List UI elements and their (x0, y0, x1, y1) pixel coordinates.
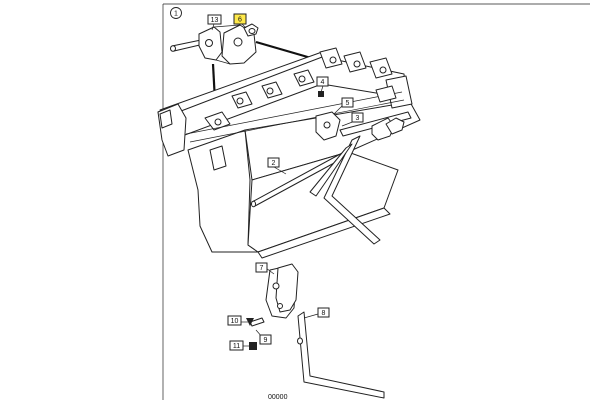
callout-3-label: 3 (356, 115, 360, 122)
latch-assembly (309, 111, 412, 245)
callout-13-label: 13 (211, 17, 219, 24)
view-number-badge: 1 (170, 7, 182, 19)
callout-5-label: 5 (346, 100, 350, 107)
nut-part-11 (249, 342, 257, 350)
callout-3: 3 (351, 112, 364, 123)
callout-8: 8 (317, 307, 330, 318)
callout-10: 10 (227, 315, 242, 326)
callout-2-label: 2 (272, 160, 276, 167)
callout-4: 4 (316, 76, 329, 87)
clip-part-4 (318, 91, 324, 97)
callout-2: 2 (267, 157, 280, 168)
callout-13: 13 (207, 14, 222, 25)
drawing-number: 00000 (268, 394, 288, 400)
callout-9: 9 (259, 334, 272, 345)
callout-11-label: 11 (233, 343, 240, 350)
callout-9-label: 9 (264, 337, 268, 344)
callout-11: 11 (229, 340, 244, 351)
callout-7: 7 (255, 262, 268, 273)
pin-part-10 (249, 317, 265, 327)
callout-10-label: 10 (231, 318, 239, 325)
callout-7-label: 7 (260, 265, 264, 272)
bracket-part-7 (265, 263, 299, 319)
bucket-assembly (157, 47, 421, 259)
view-number-label: 1 (174, 11, 178, 18)
detail-hinge-bracket (170, 23, 259, 65)
callout-6-label: 6 (238, 17, 242, 24)
callout-6: 6 (233, 13, 247, 25)
callout-5: 5 (341, 97, 354, 108)
callout-4-label: 4 (321, 79, 325, 86)
wedge-part-10 (246, 318, 254, 326)
callout-8-label: 8 (322, 310, 326, 317)
fork-handle-part-8 (297, 311, 385, 399)
